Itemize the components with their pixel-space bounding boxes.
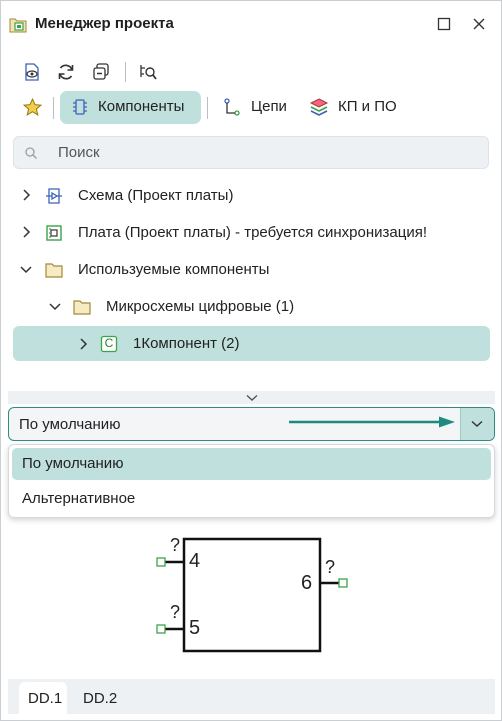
tree-item-label: 1Компонент (2) — [133, 335, 240, 352]
tab-part-dd2[interactable]: DD.2 — [74, 682, 122, 714]
chevron-down-icon[interactable] — [244, 392, 260, 404]
tab-label: DD.1 — [28, 690, 63, 707]
tab-part-dd1[interactable]: DD.1 — [19, 682, 67, 714]
maximize-icon[interactable] — [434, 14, 454, 34]
variant-select-toggle[interactable] — [460, 408, 494, 440]
tree-row-digital-ics[interactable]: Микросхемы цифровые (1) — [13, 292, 490, 322]
dropdown-option-default[interactable]: По умолчанию — [12, 448, 491, 480]
pointer-arrow-icon — [289, 415, 459, 429]
layers-icon[interactable] — [308, 96, 330, 118]
folder-icon — [71, 296, 93, 318]
project-manager-icon — [8, 14, 28, 34]
tab-nets-label[interactable]: Цепи — [251, 98, 287, 115]
chevron-down-icon[interactable] — [18, 263, 34, 277]
pin-number: 6 — [301, 572, 313, 594]
pin-number: 5 — [189, 617, 201, 639]
window-title: Менеджер проекта — [35, 15, 174, 32]
tree-row-schematic[interactable]: Схема (Проект платы) — [13, 181, 490, 211]
tree-item-label: Используемые компоненты — [78, 261, 270, 278]
document-view-icon[interactable] — [20, 60, 44, 84]
close-icon[interactable] — [469, 14, 489, 34]
tree-row-component-selected[interactable]: C 1Компонент (2) — [13, 326, 490, 361]
board-icon — [43, 222, 65, 244]
pin-number: 4 — [189, 550, 201, 572]
chevron-down-icon — [470, 418, 484, 430]
symbol-preview: ? 4 ? 5 ? 6 — [151, 531, 361, 661]
chevron-right-icon[interactable] — [76, 337, 90, 351]
variant-select-value: По умолчанию — [19, 416, 121, 433]
tree-item-label: Схема (Проект платы) — [78, 187, 234, 204]
net-icon[interactable] — [221, 96, 243, 118]
tree-row-board[interactable]: Плата (Проект платы) - требуется синхрон… — [13, 218, 490, 248]
tabs-separator-1 — [53, 97, 54, 119]
refresh-icon[interactable] — [54, 60, 78, 84]
component-icon — [69, 96, 91, 118]
search-box[interactable]: Поиск — [13, 136, 489, 169]
chevron-down-icon[interactable] — [47, 300, 63, 314]
collapse-icon[interactable] — [89, 60, 113, 84]
toolbar-separator — [125, 62, 126, 82]
tree-row-used-components[interactable]: Используемые компоненты — [13, 255, 490, 285]
folder-icon — [43, 259, 65, 281]
chevron-right-icon[interactable] — [19, 225, 33, 239]
component-c-icon: C — [99, 334, 119, 354]
dropdown-option-label: По умолчанию — [22, 455, 124, 472]
pin-name: ? — [170, 602, 181, 622]
search-input[interactable]: Поиск — [58, 144, 100, 161]
pin-name: ? — [170, 535, 181, 555]
tab-components-label: Компоненты — [98, 98, 185, 115]
tree-item-label: Плата (Проект платы) - требуется синхрон… — [78, 224, 427, 241]
variant-dropdown-list: По умолчанию Альтернативное — [8, 444, 495, 518]
tabs-separator-2 — [207, 97, 208, 119]
schematic-icon — [43, 185, 65, 207]
panel-splitter[interactable] — [8, 391, 495, 404]
tab-label: DD.2 — [83, 690, 118, 707]
dropdown-option-alternative[interactable]: Альтернативное — [12, 484, 491, 514]
pin-name: ? — [325, 557, 336, 577]
star-icon[interactable] — [20, 95, 44, 119]
variant-select[interactable]: По умолчанию — [8, 407, 495, 441]
tree-item-label: Микросхемы цифровые (1) — [106, 298, 295, 315]
find-in-tree-icon[interactable] — [136, 60, 160, 84]
dropdown-option-label: Альтернативное — [22, 490, 136, 507]
chevron-right-icon[interactable] — [19, 188, 33, 202]
part-tabs: DD.1 DD.2 — [8, 679, 495, 714]
tab-pads-label[interactable]: КП и ПО — [338, 98, 397, 115]
component-badge: C — [104, 336, 114, 350]
search-icon — [23, 145, 39, 161]
